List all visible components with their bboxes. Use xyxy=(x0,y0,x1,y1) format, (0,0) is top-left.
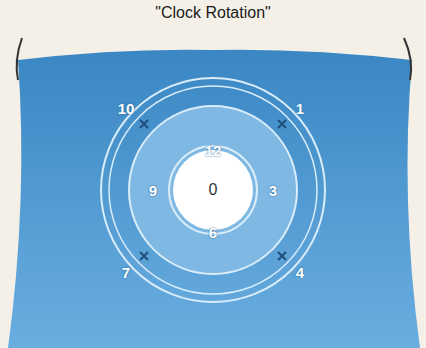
center-circle: 0 xyxy=(173,150,253,230)
clock-number: 3 xyxy=(269,182,277,199)
diagram-title: "Clock Rotation" xyxy=(155,4,270,22)
body-outline xyxy=(17,38,22,80)
inner-ring xyxy=(169,146,257,234)
clock-number: 10 xyxy=(118,100,135,117)
inner-ring xyxy=(129,106,297,274)
clock-number: 4 xyxy=(296,264,304,281)
clock-number: 6 xyxy=(209,224,217,241)
body-outline xyxy=(404,38,411,80)
clock-number: 9 xyxy=(149,182,157,199)
clock-number: 1 xyxy=(296,100,304,117)
outer-ring xyxy=(101,78,325,302)
site-marks xyxy=(140,120,286,260)
clock-number: 7 xyxy=(122,264,130,281)
clock-number: 12 xyxy=(205,142,222,159)
outer-ring xyxy=(109,86,317,294)
center-number: 0 xyxy=(209,181,218,199)
abdomen-shape xyxy=(8,50,420,348)
